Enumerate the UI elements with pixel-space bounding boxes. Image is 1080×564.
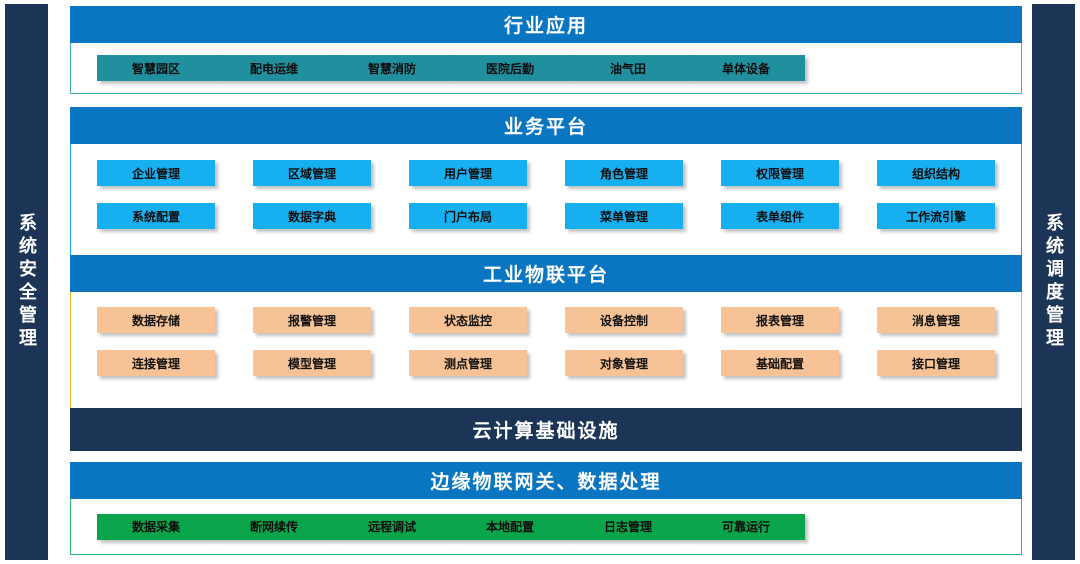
chip-industry-2[interactable]: 配电运维 — [215, 55, 333, 81]
chip-edge-3[interactable]: 远程调试 — [333, 513, 451, 540]
chip-row: 系统配置 数据字典 门户布局 菜单管理 表单组件 工作流引擎 — [71, 203, 1021, 229]
layer-cloud-infrastructure: 云计算基础设施 — [70, 408, 1022, 451]
chip-iot-5[interactable]: 报表管理 — [721, 307, 839, 333]
chip-industry-1[interactable]: 智慧园区 — [97, 55, 215, 81]
sidebar-right-label: 系统调度管理 — [1043, 213, 1064, 351]
chip-edge-6[interactable]: 可靠运行 — [687, 513, 805, 540]
layer-business-title: 业务平台 — [503, 117, 588, 138]
sidebar-left-label: 系统安全管理 — [16, 213, 37, 351]
sidebar-left-system-security: 系统安全管理 — [5, 4, 48, 560]
layer-iot-title: 工业物联平台 — [482, 265, 609, 286]
layer-edge-gateway: 边缘物联网关、数据处理 数据采集 断网续传 远程调试 本地配置 日志管理 可靠运… — [70, 462, 1022, 555]
chip-row: 智慧园区 配电运维 智慧消防 医院后勤 油气田 单体设备 — [71, 55, 831, 81]
layer-cloud-header: 云计算基础设施 — [70, 408, 1022, 451]
chip-industry-3[interactable]: 智慧消防 — [333, 55, 451, 81]
layer-edge-body: 数据采集 断网续传 远程调试 本地配置 日志管理 可靠运行 — [70, 499, 1022, 555]
chip-business-5[interactable]: 权限管理 — [721, 160, 839, 186]
chip-row: 数据采集 断网续传 远程调试 本地配置 日志管理 可靠运行 — [71, 513, 831, 540]
chip-industry-4[interactable]: 医院后勤 — [451, 55, 569, 81]
chip-iot-7[interactable]: 连接管理 — [97, 350, 215, 376]
chip-business-9[interactable]: 门户布局 — [409, 203, 527, 229]
chip-iot-1[interactable]: 数据存储 — [97, 307, 215, 333]
chip-business-8[interactable]: 数据字典 — [253, 203, 371, 229]
chip-row: 连接管理 模型管理 测点管理 对象管理 基础配置 接口管理 — [71, 350, 1021, 376]
chip-industry-6[interactable]: 单体设备 — [687, 55, 805, 81]
chip-iot-3[interactable]: 状态监控 — [409, 307, 527, 333]
chip-row: 数据存储 报警管理 状态监控 设备控制 报表管理 消息管理 — [71, 307, 1021, 333]
chip-business-6[interactable]: 组织结构 — [877, 160, 995, 186]
chip-business-1[interactable]: 企业管理 — [97, 160, 215, 186]
chip-iot-10[interactable]: 对象管理 — [565, 350, 683, 376]
layer-industry-body: 智慧园区 配电运维 智慧消防 医院后勤 油气田 单体设备 — [70, 43, 1022, 94]
layer-industry-header: 行业应用 — [70, 6, 1022, 43]
sidebar-right-system-dispatch: 系统调度管理 — [1032, 4, 1075, 560]
layer-edge-title: 边缘物联网关、数据处理 — [430, 472, 662, 493]
layer-iot-body: 数据存储 报警管理 状态监控 设备控制 报表管理 消息管理 连接管理 模型管理 … — [70, 292, 1022, 423]
layer-edge-header: 边缘物联网关、数据处理 — [70, 462, 1022, 499]
chip-edge-4[interactable]: 本地配置 — [451, 513, 569, 540]
chip-iot-9[interactable]: 测点管理 — [409, 350, 527, 376]
chip-business-12[interactable]: 工作流引擎 — [877, 203, 995, 229]
chip-iot-4[interactable]: 设备控制 — [565, 307, 683, 333]
chip-iot-11[interactable]: 基础配置 — [721, 350, 839, 376]
chip-business-2[interactable]: 区域管理 — [253, 160, 371, 186]
chip-row: 企业管理 区域管理 用户管理 角色管理 权限管理 组织结构 — [71, 160, 1021, 186]
layer-iot-header: 工业物联平台 — [70, 255, 1022, 292]
layer-industry-application: 行业应用 智慧园区 配电运维 智慧消防 医院后勤 油气田 单体设备 — [70, 6, 1022, 94]
chip-business-7[interactable]: 系统配置 — [97, 203, 215, 229]
chip-edge-1[interactable]: 数据采集 — [97, 513, 215, 540]
chip-business-3[interactable]: 用户管理 — [409, 160, 527, 186]
chip-iot-12[interactable]: 接口管理 — [877, 350, 995, 376]
chip-edge-2[interactable]: 断网续传 — [215, 513, 333, 540]
layer-business-platform: 业务平台 企业管理 区域管理 用户管理 角色管理 权限管理 组织结构 系统配置 … — [70, 107, 1022, 278]
chip-business-4[interactable]: 角色管理 — [565, 160, 683, 186]
layer-industrial-iot-platform: 工业物联平台 数据存储 报警管理 状态监控 设备控制 报表管理 消息管理 连接管… — [70, 255, 1022, 423]
chip-edge-5[interactable]: 日志管理 — [569, 513, 687, 540]
chip-iot-6[interactable]: 消息管理 — [877, 307, 995, 333]
layer-business-header: 业务平台 — [70, 107, 1022, 144]
chip-iot-2[interactable]: 报警管理 — [253, 307, 371, 333]
chip-iot-8[interactable]: 模型管理 — [253, 350, 371, 376]
chip-business-11[interactable]: 表单组件 — [721, 203, 839, 229]
layer-cloud-title: 云计算基础设施 — [472, 421, 620, 442]
chip-business-10[interactable]: 菜单管理 — [565, 203, 683, 229]
chip-industry-5[interactable]: 油气田 — [569, 55, 687, 81]
layer-industry-title: 行业应用 — [503, 16, 588, 37]
